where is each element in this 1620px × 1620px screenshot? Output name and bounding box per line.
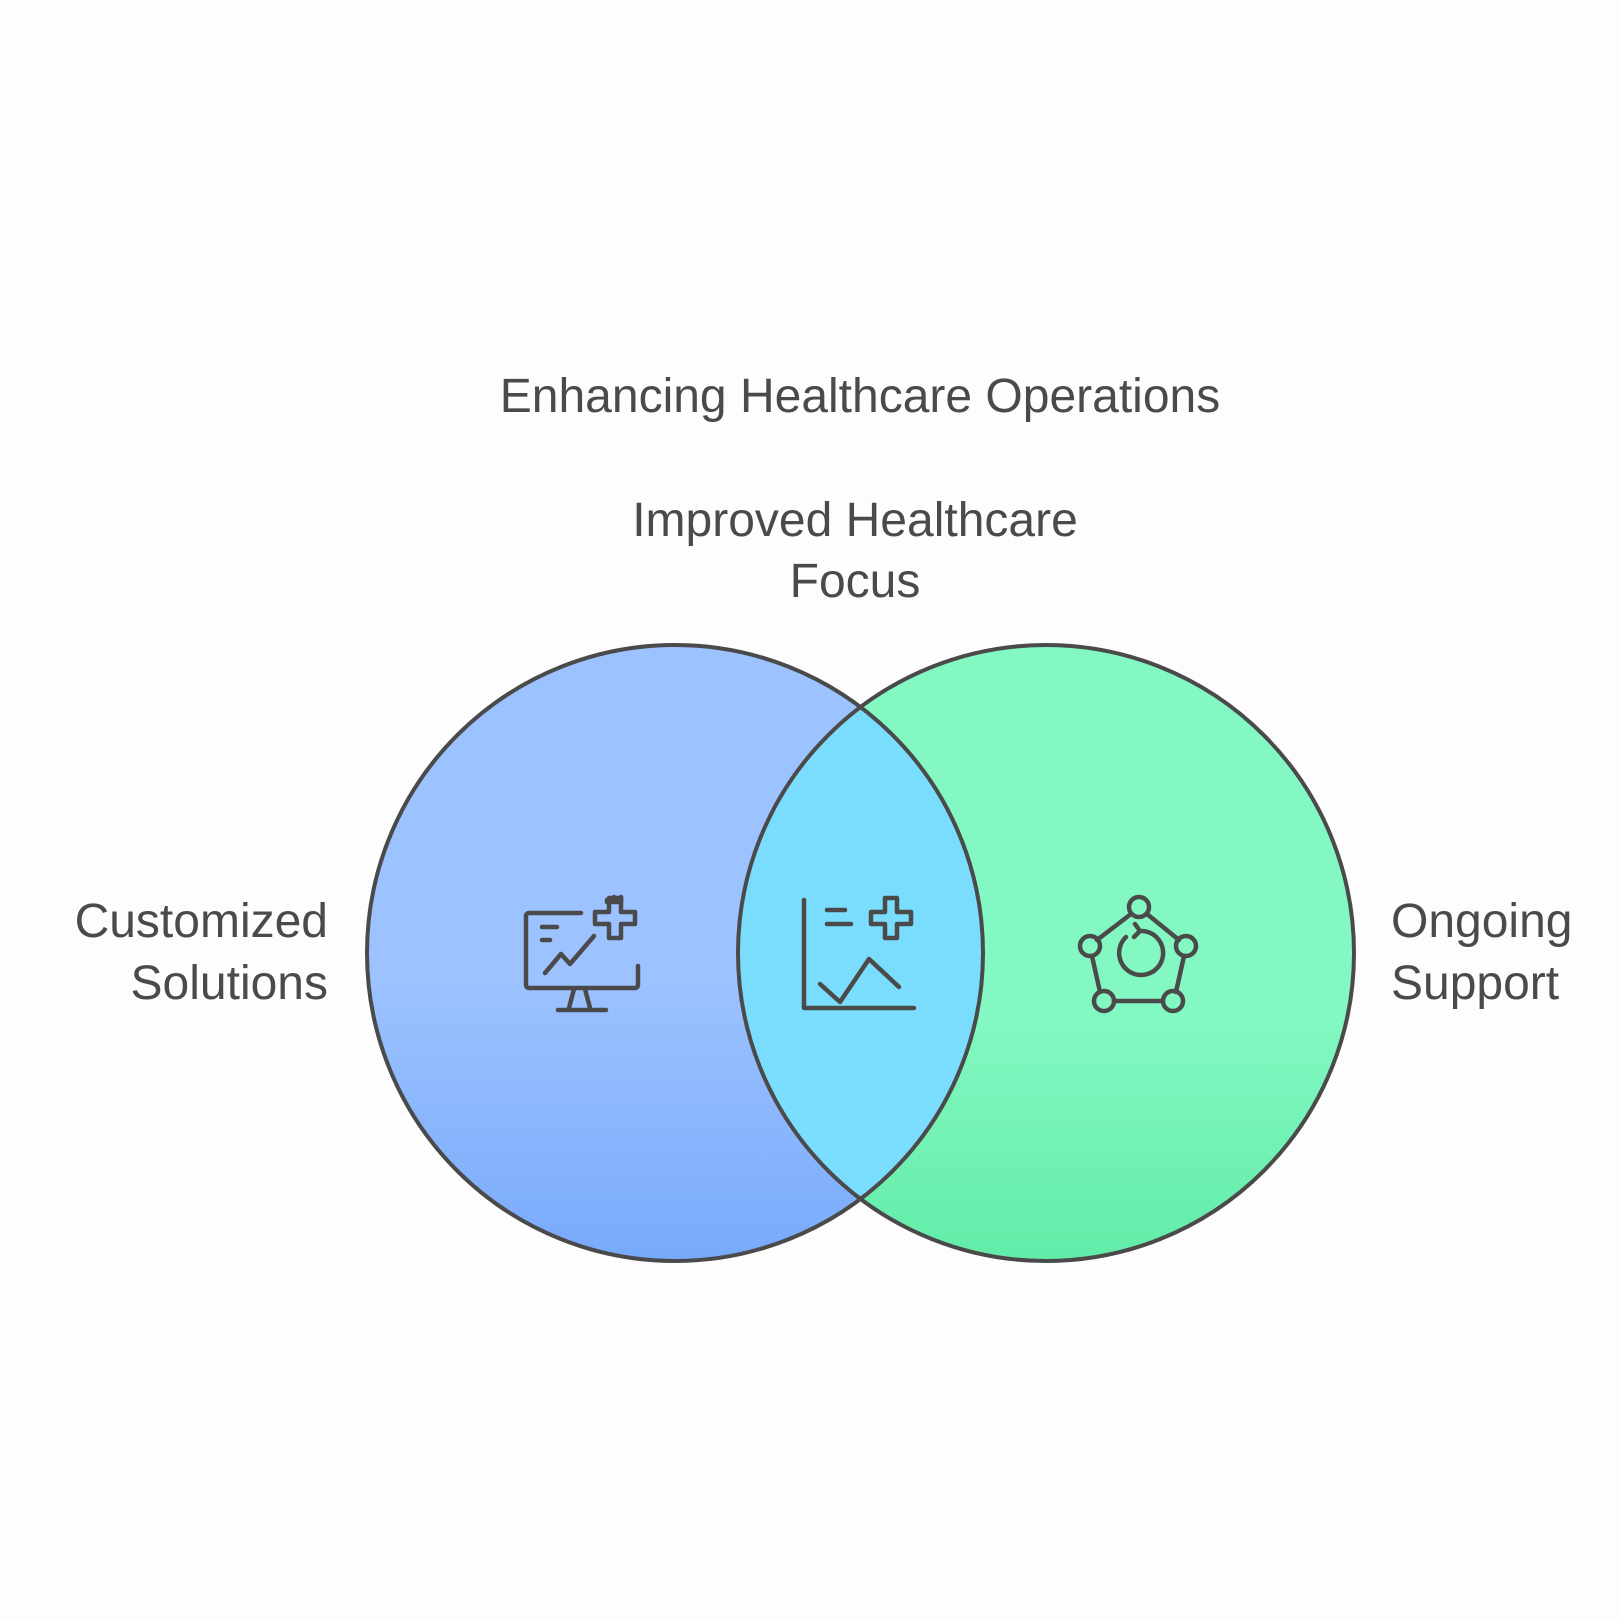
- right-label-line1: Ongoing: [1391, 895, 1573, 948]
- network-refresh-icon: [1077, 894, 1199, 1014]
- chart-medical-icon: [801, 895, 917, 1011]
- overlap-region: [738, 645, 983, 1261]
- right-label-line2: Support: [1391, 957, 1560, 1010]
- overlap-label-line1: Improved Healthcare: [632, 494, 1078, 547]
- monitor-medical-icon: [523, 894, 641, 1013]
- left-label-line2: Solutions: [130, 957, 328, 1010]
- overlap-label-line2: Focus: [789, 555, 921, 608]
- left-label-line1: Customized: [74, 895, 328, 948]
- diagram-title: Enhancing Healthcare Operations: [499, 370, 1221, 423]
